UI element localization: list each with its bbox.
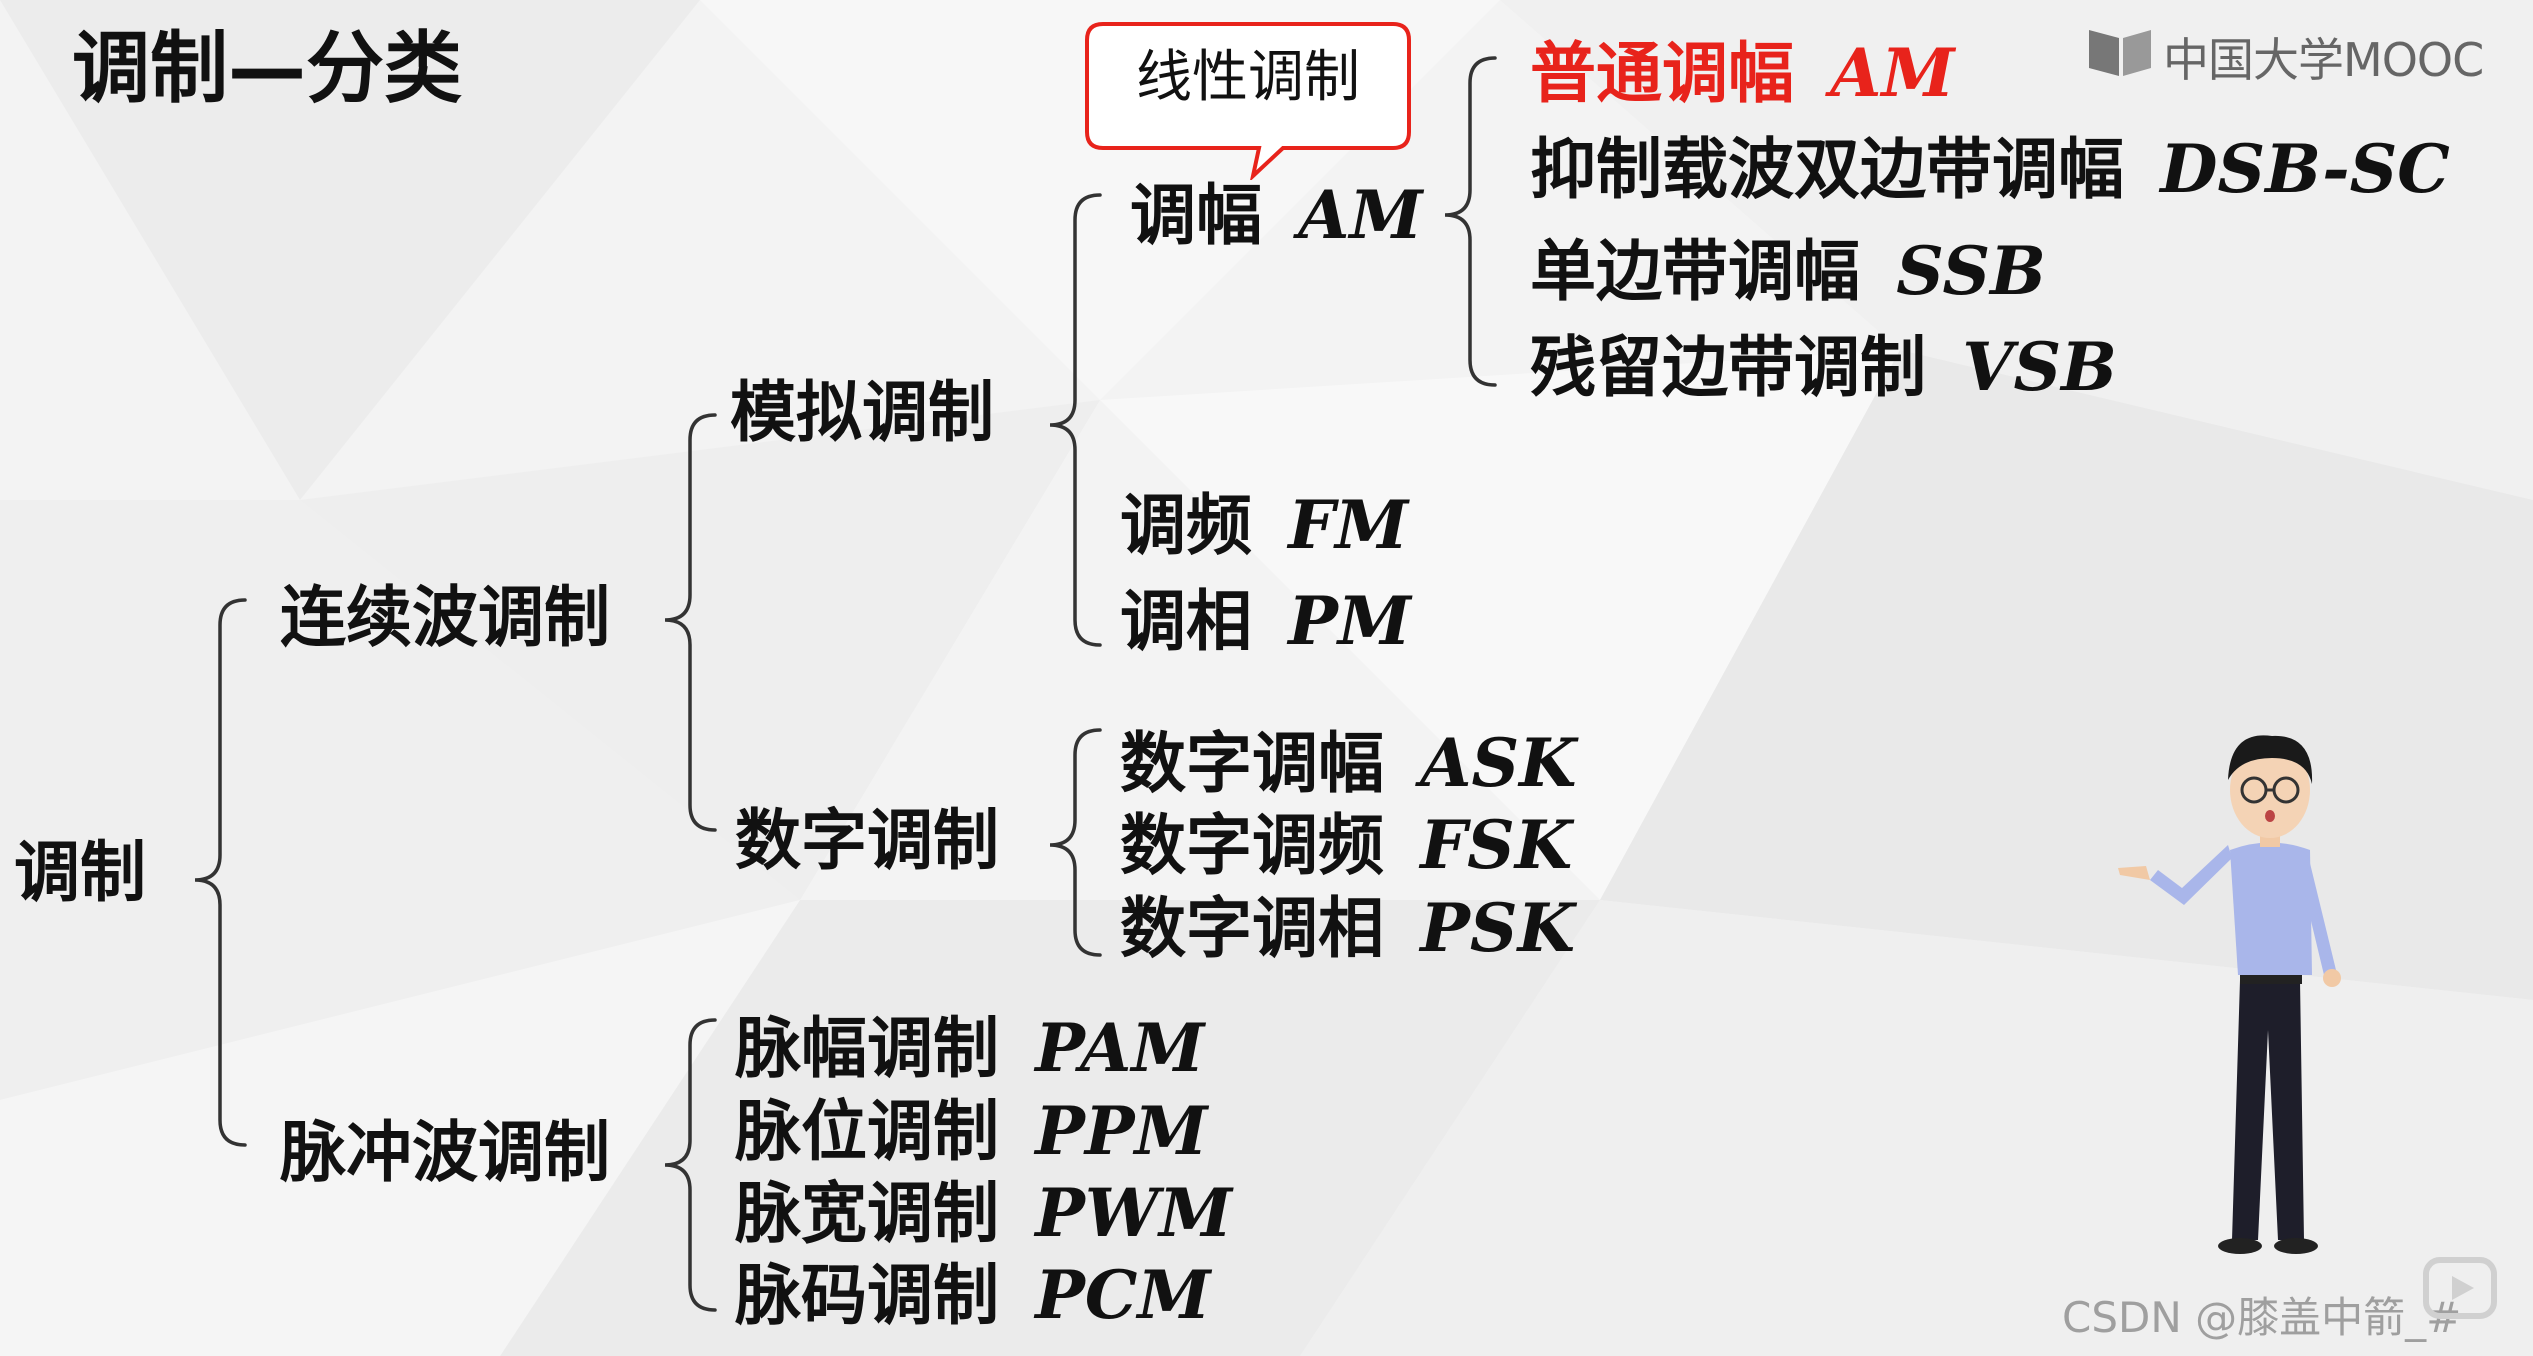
digital-item-abbr: FSK xyxy=(1420,806,1572,884)
am-item-abbr: AM xyxy=(1830,34,1954,112)
digital-item-name: 数字调频 xyxy=(1120,807,1384,884)
book-icon xyxy=(2085,24,2155,80)
brace-digital xyxy=(1050,730,1100,955)
node-fm-abbr: FM xyxy=(1288,486,1408,564)
digital-item-name: 数字调相 xyxy=(1120,890,1384,967)
am-item-abbr: SSB xyxy=(1896,232,2046,310)
am-item-abbr: VSB xyxy=(1962,328,2117,406)
am-item-name: 单边带调幅 xyxy=(1530,233,1860,310)
pulse-item-abbr: PWM xyxy=(1035,1174,1232,1252)
node-continuous-label: 连续波调制 xyxy=(280,579,610,656)
csdn-watermark: CSDN @膝盖中箭_# xyxy=(2062,1284,2461,1345)
digital-item-abbr: PSK xyxy=(1420,889,1575,967)
pulse-item-abbr: PAM xyxy=(1035,1009,1204,1087)
brace-root xyxy=(195,600,245,1145)
brace-analog xyxy=(1050,195,1100,645)
am-item-name: 残留边带调制 xyxy=(1530,329,1926,406)
pulse-item-abbr: PCM xyxy=(1035,1256,1210,1334)
pulse-item-name: 脉位调制 xyxy=(735,1093,999,1170)
brace-am xyxy=(1445,58,1495,385)
pulse-item-name: 脉宽调制 xyxy=(735,1175,999,1252)
digital-item-abbr: ASK xyxy=(1420,724,1576,802)
am-item-abbr: DSB-SC xyxy=(2160,130,2450,208)
am-item-name: 普通调幅 xyxy=(1530,35,1794,112)
node-pm-abbr: PM xyxy=(1288,582,1411,660)
callout-text: 线性调制 xyxy=(1113,50,1383,106)
pulse-item-abbr: PPM xyxy=(1035,1092,1207,1170)
node-root-label: 调制 xyxy=(14,834,146,911)
node-pulse: 脉冲波调制 xyxy=(280,1120,610,1186)
presenter-illustration xyxy=(2100,700,2360,1260)
node-pulse-label: 脉冲波调制 xyxy=(280,1114,610,1191)
brace-continuous xyxy=(665,415,715,830)
play-icon xyxy=(2420,1250,2500,1330)
node-am-name: 调幅 xyxy=(1130,177,1262,254)
node-pm-name: 调相 xyxy=(1120,583,1252,660)
pulse-item-name: 脉幅调制 xyxy=(735,1010,999,1087)
page-title: 调制—分类 xyxy=(72,30,462,108)
node-digital: 数字调制 xyxy=(735,808,999,874)
linear-modulation-callout: 线性调制 xyxy=(1083,20,1413,180)
pulse-item-name: 脉码调制 xyxy=(735,1257,999,1334)
node-continuous: 连续波调制 xyxy=(280,585,610,651)
am-item-name: 抑制载波双边带调幅 xyxy=(1530,131,2124,208)
node-root: 调制 xyxy=(14,840,146,906)
digital-item-name: 数字调幅 xyxy=(1120,725,1384,802)
node-fm-name: 调频 xyxy=(1120,487,1252,564)
node-am-abbr: AM xyxy=(1298,176,1422,254)
node-digital-label: 数字调制 xyxy=(735,802,999,879)
node-analog: 模拟调制 xyxy=(730,380,994,446)
node-analog-label: 模拟调制 xyxy=(730,374,994,451)
brace-pulse xyxy=(665,1020,715,1310)
logo-text: 中国大学MOOC xyxy=(2163,24,2483,90)
